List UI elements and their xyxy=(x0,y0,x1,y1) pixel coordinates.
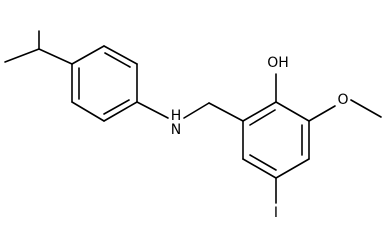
bond-ipr-c2 xyxy=(4,48,40,63)
atom-label-oh: OH xyxy=(267,55,289,71)
bond-c-o-methoxy xyxy=(308,105,336,122)
bond-rr-2 xyxy=(275,101,310,122)
atom-label-nh-h: H xyxy=(171,108,182,124)
bond-lr-4 xyxy=(103,101,138,122)
bond-lr-5 xyxy=(71,101,105,122)
bond-ipr-c3 xyxy=(38,48,73,65)
bond-rr-4 xyxy=(275,158,310,179)
bond-o-methyl xyxy=(350,99,382,118)
bond-lr-inner-1 xyxy=(104,52,131,68)
bond-ch2-ring xyxy=(208,102,244,122)
atom-label-iodine: I xyxy=(274,205,278,221)
isopropyl-group xyxy=(4,30,73,65)
bond-n-ch2 xyxy=(183,102,210,119)
molecule-structure: OH H N O I xyxy=(4,30,382,221)
bond-lr-inner-2 xyxy=(103,99,130,115)
bond-rr-inner-1 xyxy=(249,109,276,126)
left-benzene-ring xyxy=(71,45,138,122)
bond-ring-n xyxy=(136,101,169,119)
right-benzene-ring xyxy=(242,101,310,179)
bond-lr-2 xyxy=(103,45,138,65)
bond-rr-1 xyxy=(242,101,277,122)
atom-label-o-methoxy: O xyxy=(337,92,348,108)
right-ring-substituents xyxy=(275,73,382,204)
amine-linker xyxy=(136,101,244,122)
bond-rr-inner-3 xyxy=(249,154,277,171)
atom-labels: OH H N O I xyxy=(171,55,349,221)
bond-rr-5 xyxy=(242,158,277,179)
bond-lr-1 xyxy=(71,45,105,65)
atom-label-nh-n: N xyxy=(171,122,181,138)
